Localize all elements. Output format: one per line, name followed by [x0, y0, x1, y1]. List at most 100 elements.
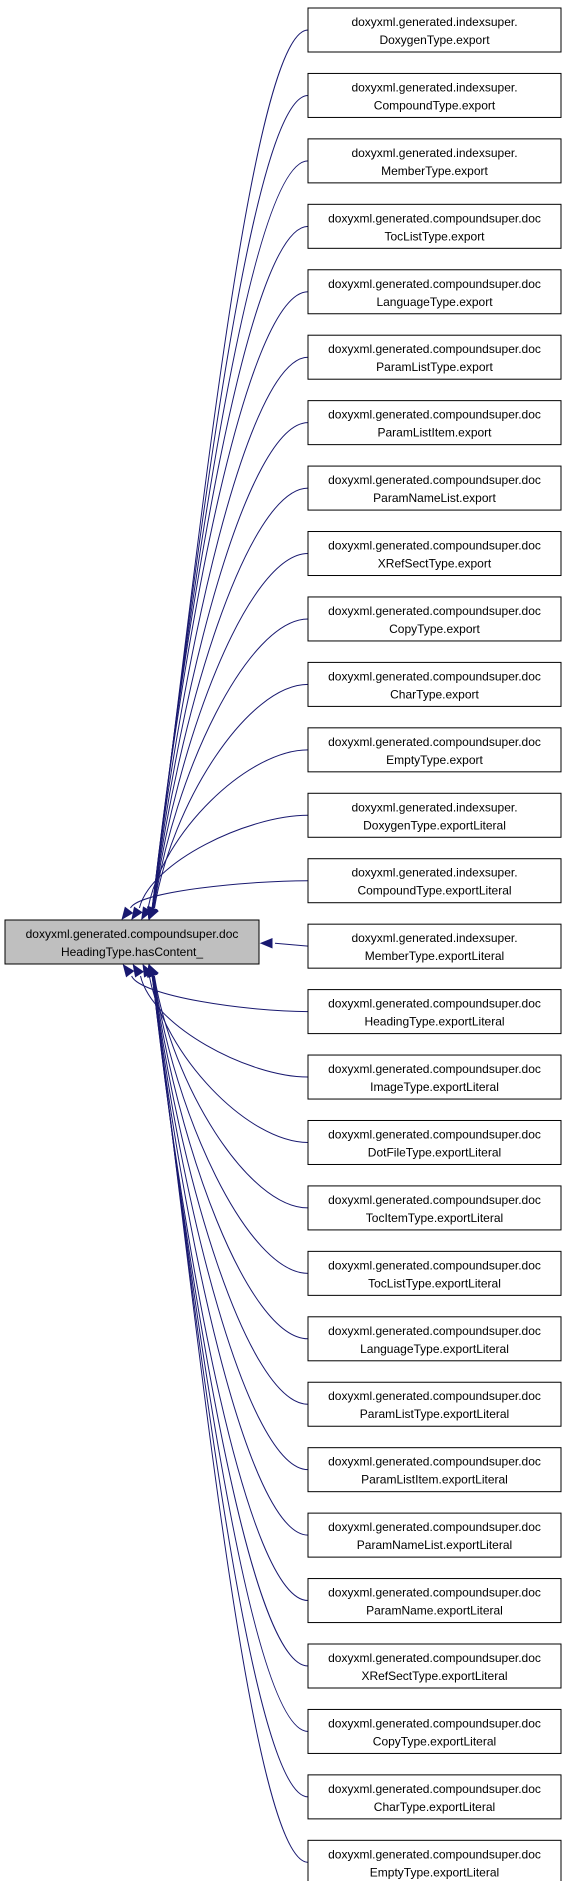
caller-node-copytype-exportliteral[interactable]: doxyxml.generated.compoundsuper.docCopyT…: [307, 1708, 562, 1754]
node-label-line1: doxyxml.generated.compoundsuper.doc: [328, 1389, 541, 1403]
edge-line: [151, 975, 309, 1732]
caller-node-paramlistitem-exportliteral[interactable]: doxyxml.generated.compoundsuper.docParam…: [307, 1447, 562, 1493]
caller-node-xrefsecttype-exportliteral[interactable]: doxyxml.generated.compoundsuper.docXRefS…: [307, 1643, 562, 1689]
caller-node-headingtype-exportliteral[interactable]: doxyxml.generated.compoundsuper.docHeadi…: [307, 989, 562, 1035]
node-box: [307, 1708, 562, 1754]
root-node-headingtype-hascontent[interactable]: doxyxml.generated.compoundsuper.docHeadi…: [4, 919, 260, 965]
edge-line: [152, 487, 309, 909]
node-box: [307, 1054, 562, 1100]
edge-19: [148, 963, 309, 1209]
edge-line: [274, 942, 309, 947]
edge-8: [148, 487, 309, 921]
edge-7: [147, 422, 309, 921]
edge-arrowhead: [147, 963, 158, 978]
caller-node-emptytype-export[interactable]: doxyxml.generated.compoundsuper.docEmpty…: [307, 727, 562, 773]
caller-node-languagetype-export[interactable]: doxyxml.generated.compoundsuper.docLangu…: [307, 269, 562, 315]
node-label-line1: doxyxml.generated.compoundsuper.doc: [328, 1062, 541, 1076]
caller-node-paramnamelist-exportliteral[interactable]: doxyxml.generated.compoundsuper.docParam…: [307, 1512, 562, 1558]
edge-arrowhead: [121, 906, 134, 921]
edge-4: [147, 225, 309, 921]
node-label-line2: CopyType.exportLiteral: [373, 1734, 496, 1748]
caller-node-toclisttype-export[interactable]: doxyxml.generated.compoundsuper.docTocLi…: [307, 203, 562, 249]
caller-node-compoundtype-exportliteral[interactable]: doxyxml.generated.indexsuper.CompoundTyp…: [307, 858, 562, 904]
node-label-line2: DoxygenType.export: [379, 33, 490, 47]
edge-26: [147, 963, 309, 1667]
node-box: [307, 1839, 562, 1881]
node-box: [307, 334, 562, 380]
edge-22: [148, 963, 309, 1405]
node-label-line2: DotFileType.exportLiteral: [368, 1145, 501, 1159]
caller-node-copytype-export[interactable]: doxyxml.generated.compoundsuper.docCopyT…: [307, 596, 562, 642]
node-label-line1: doxyxml.generated.compoundsuper.doc: [328, 1651, 541, 1665]
node-label-line1: doxyxml.generated.compoundsuper.doc: [328, 539, 541, 553]
node-label-line2: TocItemType.exportLiteral: [366, 1211, 503, 1225]
edge-line: [152, 975, 309, 1536]
caller-node-toclisttype-exportliteral[interactable]: doxyxml.generated.compoundsuper.docTocLi…: [307, 1250, 562, 1296]
node-box: [307, 1185, 562, 1231]
caller-node-dotfiletype-exportliteral[interactable]: doxyxml.generated.compoundsuper.docDotFi…: [307, 1119, 562, 1165]
edge-line: [151, 975, 309, 1863]
node-box: [307, 1774, 562, 1820]
node-label-line2: CompoundType.export: [374, 98, 496, 112]
node-label-line1: doxyxml.generated.compoundsuper.doc: [328, 997, 541, 1011]
edge-line: [147, 749, 309, 909]
caller-node-chartype-exportliteral[interactable]: doxyxml.generated.compoundsuper.docCharT…: [307, 1774, 562, 1820]
node-label-line1: doxyxml.generated.indexsuper.: [351, 80, 517, 94]
edge-18: [142, 963, 309, 1143]
caller-node-doxygentype-exportliteral[interactable]: doxyxml.generated.indexsuper.DoxygenType…: [307, 792, 562, 838]
node-label-line1: doxyxml.generated.compoundsuper.doc: [26, 927, 239, 941]
node-box: [307, 596, 562, 642]
edge-15: [259, 937, 309, 949]
node-label-line1: doxyxml.generated.indexsuper.: [351, 931, 517, 945]
caller-node-tocitemtype-exportliteral[interactable]: doxyxml.generated.compoundsuper.docTocIt…: [307, 1185, 562, 1231]
node-box: [307, 923, 562, 969]
node-label-line1: doxyxml.generated.compoundsuper.doc: [328, 1586, 541, 1600]
edge-6: [147, 356, 309, 921]
node-label-line2: EmptyType.export: [386, 753, 483, 767]
node-label-line1: doxyxml.generated.compoundsuper.doc: [328, 1716, 541, 1730]
caller-node-membertype-export[interactable]: doxyxml.generated.indexsuper.MemberType.…: [307, 138, 562, 184]
caller-node-membertype-exportliteral[interactable]: doxyxml.generated.indexsuper. MemberType.…: [307, 923, 562, 969]
node-box: [307, 72, 562, 118]
node-label-line1: doxyxml.generated.compoundsuper.doc: [328, 735, 541, 749]
node-label-line2: LanguageType.export: [376, 295, 493, 309]
edge-line: [153, 975, 309, 1274]
caller-node-chartype-export[interactable]: doxyxml.generated.compoundsuper.docCharT…: [307, 661, 562, 707]
caller-node-paramlisttype-export[interactable]: doxyxml.generated.compoundsuper.docParam…: [307, 334, 562, 380]
edge-arrowhead: [131, 906, 143, 921]
caller-node-imagetype-exportliteral[interactable]: doxyxml.generated.compoundsuper.docImage…: [307, 1054, 562, 1100]
node-label-line2: CharType.export: [390, 687, 479, 701]
caller-node-xrefsecttype-export[interactable]: doxyxml.generated.compoundsuper.docXRefS…: [307, 531, 562, 577]
node-box: [307, 661, 562, 707]
caller-node-doxygentype-export[interactable]: doxyxml.generated.indexsuper. DoxygenType…: [307, 7, 562, 53]
edge-11: [148, 683, 309, 921]
node-label-line2: CompoundType.exportLiteral: [357, 884, 511, 898]
node-label-line2: TocListType.exportLiteral: [368, 1276, 501, 1290]
node-label-line2: ParamNameList.exportLiteral: [357, 1538, 512, 1552]
node-label-line2: MemberType.exportLiteral: [365, 949, 504, 963]
edge-line: [153, 975, 309, 1340]
edge-layer: [121, 29, 309, 1863]
edge-3: [147, 160, 309, 921]
edge-line: [153, 975, 309, 1209]
edge-27: [147, 963, 309, 1732]
node-label-line1: doxyxml.generated.compoundsuper.doc: [328, 211, 541, 225]
caller-node-paramlistitem-export[interactable]: doxyxml.generated.compoundsuper.docParam…: [307, 400, 562, 446]
node-layer: doxyxml.generated.indexsuper. DoxygenType…: [4, 7, 562, 1881]
caller-node-languagetype-exportliteral[interactable]: doxyxml.generated.compoundsuper.docLangu…: [307, 1316, 562, 1362]
node-label-line1: doxyxml.generated.compoundsuper.doc: [328, 1193, 541, 1207]
node-label-line2: TocListType.export: [384, 229, 485, 243]
edge-line: [130, 880, 309, 909]
caller-node-paramlisttype-exportliteral[interactable]: doxyxml.generated.compoundsuper.docParam…: [307, 1381, 562, 1427]
edge-line: [148, 975, 309, 1143]
caller-node-paramname-exportliteral[interactable]: doxyxml.generated.compoundsuper.docParam…: [307, 1578, 562, 1624]
node-label-line1: doxyxml.generated.compoundsuper.doc: [328, 1258, 541, 1272]
edge-line: [153, 618, 309, 909]
node-label-line1: doxyxml.generated.compoundsuper.doc: [328, 473, 541, 487]
caller-node-paramnamelist-export[interactable]: doxyxml.generated.compoundsuper.docParam…: [307, 465, 562, 511]
node-label-line1: doxyxml.generated.indexsuper.: [351, 15, 517, 29]
caller-node-compoundtype-export[interactable]: doxyxml.generated.indexsuper. CompoundTyp…: [307, 72, 562, 118]
caller-node-emptytype-exportliteral[interactable]: doxyxml.generated.compoundsuper.docEmpty…: [307, 1839, 562, 1881]
node-label-line2: HeadingType.hasContent_: [61, 945, 203, 959]
